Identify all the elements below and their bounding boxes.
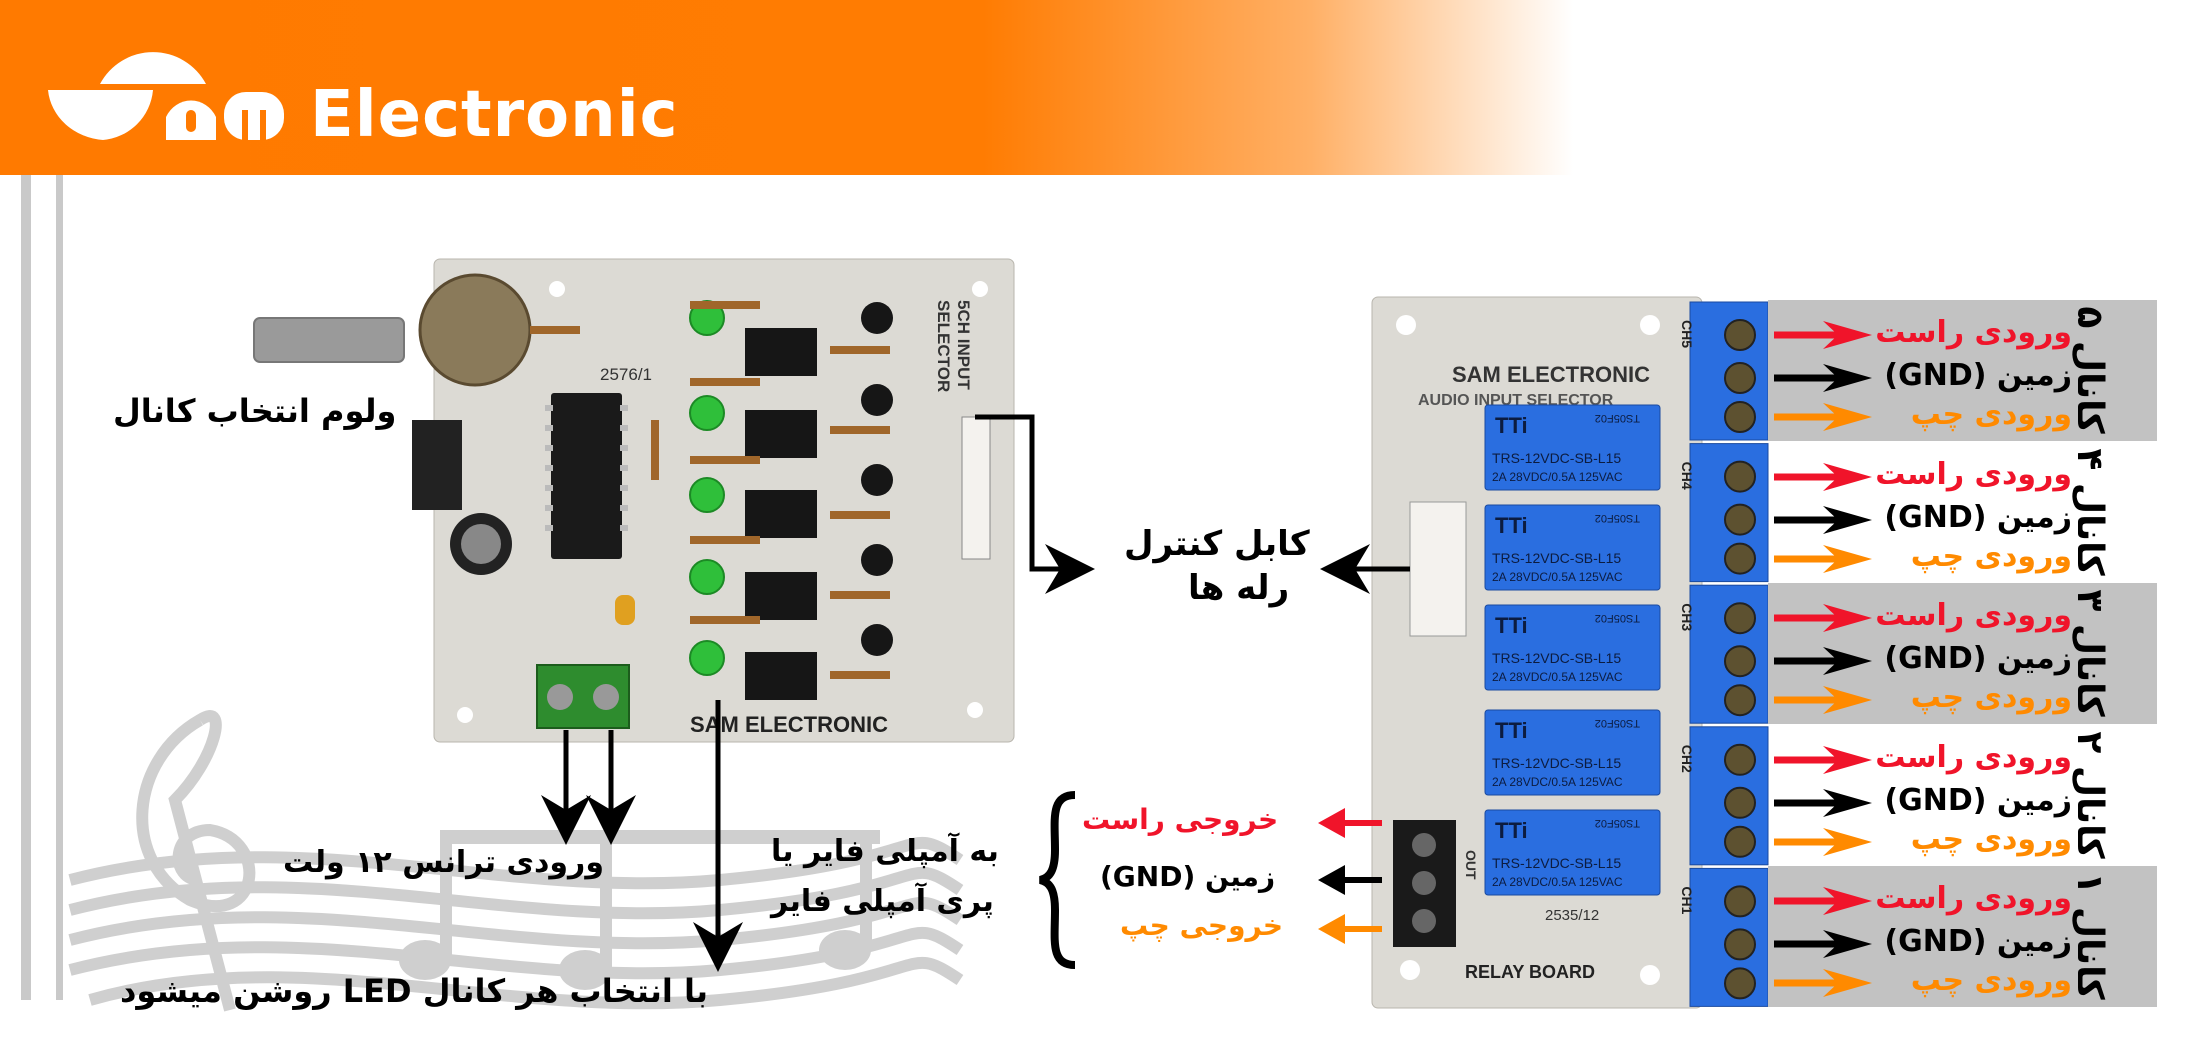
output-left-label: خروجی چپ (1120, 909, 1284, 942)
channel-terminal-block: CH4 (1679, 443, 1769, 583)
brand-name: Electronic (310, 78, 679, 152)
relay-brand: TTi (1495, 818, 1528, 843)
led-note-label: با انتخاب هر کانال LED روشن میشود (120, 972, 708, 1010)
transformer-input-label: ورودی ترانس ۱۲ ولت (283, 845, 604, 880)
relay-rating: 2A 28VDC/0.5A 125VAC (1492, 570, 1623, 584)
decorative-bar (56, 175, 63, 1000)
control-cable-label-line2: رله ها (1188, 568, 1290, 608)
volume-label: ولوم انتخاب کانال (113, 392, 397, 430)
relay-rating: 2A 28VDC/0.5A 125VAC (1492, 875, 1623, 889)
relay-model: TRS-12VDC-SB-L15 (1492, 450, 1621, 466)
channel-left-label: ورودی چپ (1910, 397, 2072, 432)
relay-rating: 2A 28VDC/0.5A 125VAC (1492, 775, 1623, 789)
channel-code: CH1 (1679, 886, 1695, 914)
relay-brand: TTi (1495, 513, 1528, 538)
relay-code: TS05F02 (1595, 412, 1640, 424)
channel-arrows (1774, 745, 1872, 856)
relay-board-maker: SAM ELECTRONIC (1452, 362, 1650, 387)
relay-code: TS05F02 (1595, 512, 1640, 524)
controller-part-number: 2576/1 (600, 365, 652, 384)
relay-board-name: RELAY BOARD (1465, 962, 1595, 982)
channel-arrows (1774, 462, 1872, 573)
channel-gnd-label: زمین (GND) (1884, 641, 2072, 677)
controller-board: 2576/1 5CH INPUT SELECTOR SAM ELECTRONIC (253, 258, 1015, 743)
relay-code: TS05F02 (1595, 612, 1640, 624)
channel-left-label: ورودی چپ (1910, 680, 2072, 716)
channel-arrows (1774, 604, 1872, 715)
amplifier-label-line2: پری آمپلی فایر (771, 884, 994, 919)
output-right-label: خروجی راست (1082, 803, 1279, 836)
channel-arrows (1774, 321, 1872, 431)
controller-title-line1: 5CH INPUT (954, 300, 973, 390)
channel-label: کانال ۱ (2068, 872, 2110, 1001)
channel-terminal-block: CH2 (1679, 726, 1769, 866)
channel-label: کانال ۳ (2068, 589, 2110, 717)
channel-gnd-label: زمین (GND) (1884, 782, 2072, 818)
channel-right-label: ورودی راست (1875, 456, 2072, 492)
channel-right-label: ورودی راست (1875, 315, 2072, 350)
channel-right-label: ورودی راست (1875, 739, 2072, 775)
channel-left-label: ورودی چپ (1910, 963, 2072, 999)
controller-maker: SAM ELECTRONIC (690, 712, 888, 737)
channel-left-label: ورودی چپ (1910, 538, 2072, 574)
relay-model: TRS-12VDC-SB-L15 (1492, 650, 1621, 666)
channel-label: کانال ۲ (2068, 731, 2110, 859)
relay-brand: TTi (1495, 718, 1528, 743)
channel-code: CH4 (1679, 462, 1695, 490)
channel-code: CH5 (1679, 320, 1695, 348)
channel-code: CH3 (1679, 603, 1695, 631)
channel-gnd-label: زمین (GND) (1884, 924, 2072, 960)
sam-logo (48, 52, 284, 140)
relay-model: TRS-12VDC-SB-L15 (1492, 550, 1621, 566)
decorative-bar (21, 175, 31, 1000)
control-cable-label-line1: کابل کنترل (1124, 524, 1310, 564)
relay-rating: 2A 28VDC/0.5A 125VAC (1492, 670, 1623, 684)
channel-label: کانال ۴ (2068, 447, 2110, 576)
relay-board-part-number: 2535/12 (1545, 907, 1599, 924)
relay-model: TRS-12VDC-SB-L15 (1492, 855, 1621, 871)
channel-code: CH2 (1679, 745, 1695, 773)
amplifier-label-line1: به آمپلی فایر یا (771, 834, 999, 869)
relay-code: TS05F02 (1595, 817, 1640, 829)
relay-rating: 2A 28VDC/0.5A 125VAC (1492, 470, 1623, 484)
channel-gnd-label: زمین (GND) (1884, 499, 2072, 535)
relay-model: TRS-12VDC-SB-L15 (1492, 755, 1621, 771)
channel-arrows (1774, 887, 1872, 998)
relay-brand: TTi (1495, 413, 1528, 438)
channel-terminal-block: CH3 (1679, 584, 1769, 724)
channel-right-label: ورودی راست (1875, 881, 2072, 917)
out-label: OUT (1463, 850, 1479, 880)
controller-title-line2: SELECTOR (934, 300, 953, 392)
output-gnd-label: زمین (GND) (1100, 860, 1276, 893)
channel-gnd-label: زمین (GND) (1884, 358, 2072, 393)
relay-code: TS05F02 (1595, 717, 1640, 729)
channel-terminal-block: CH5 (1679, 301, 1769, 441)
channel-label: کانال ۵ (2068, 306, 2110, 434)
channel-right-label: ورودی راست (1875, 598, 2072, 634)
relay-brand: TTi (1495, 613, 1528, 638)
channel-terminal-block: CH1 (1679, 867, 1769, 1007)
channel-left-label: ورودی چپ (1910, 821, 2072, 857)
header-banner: Electronic (0, 0, 2185, 175)
